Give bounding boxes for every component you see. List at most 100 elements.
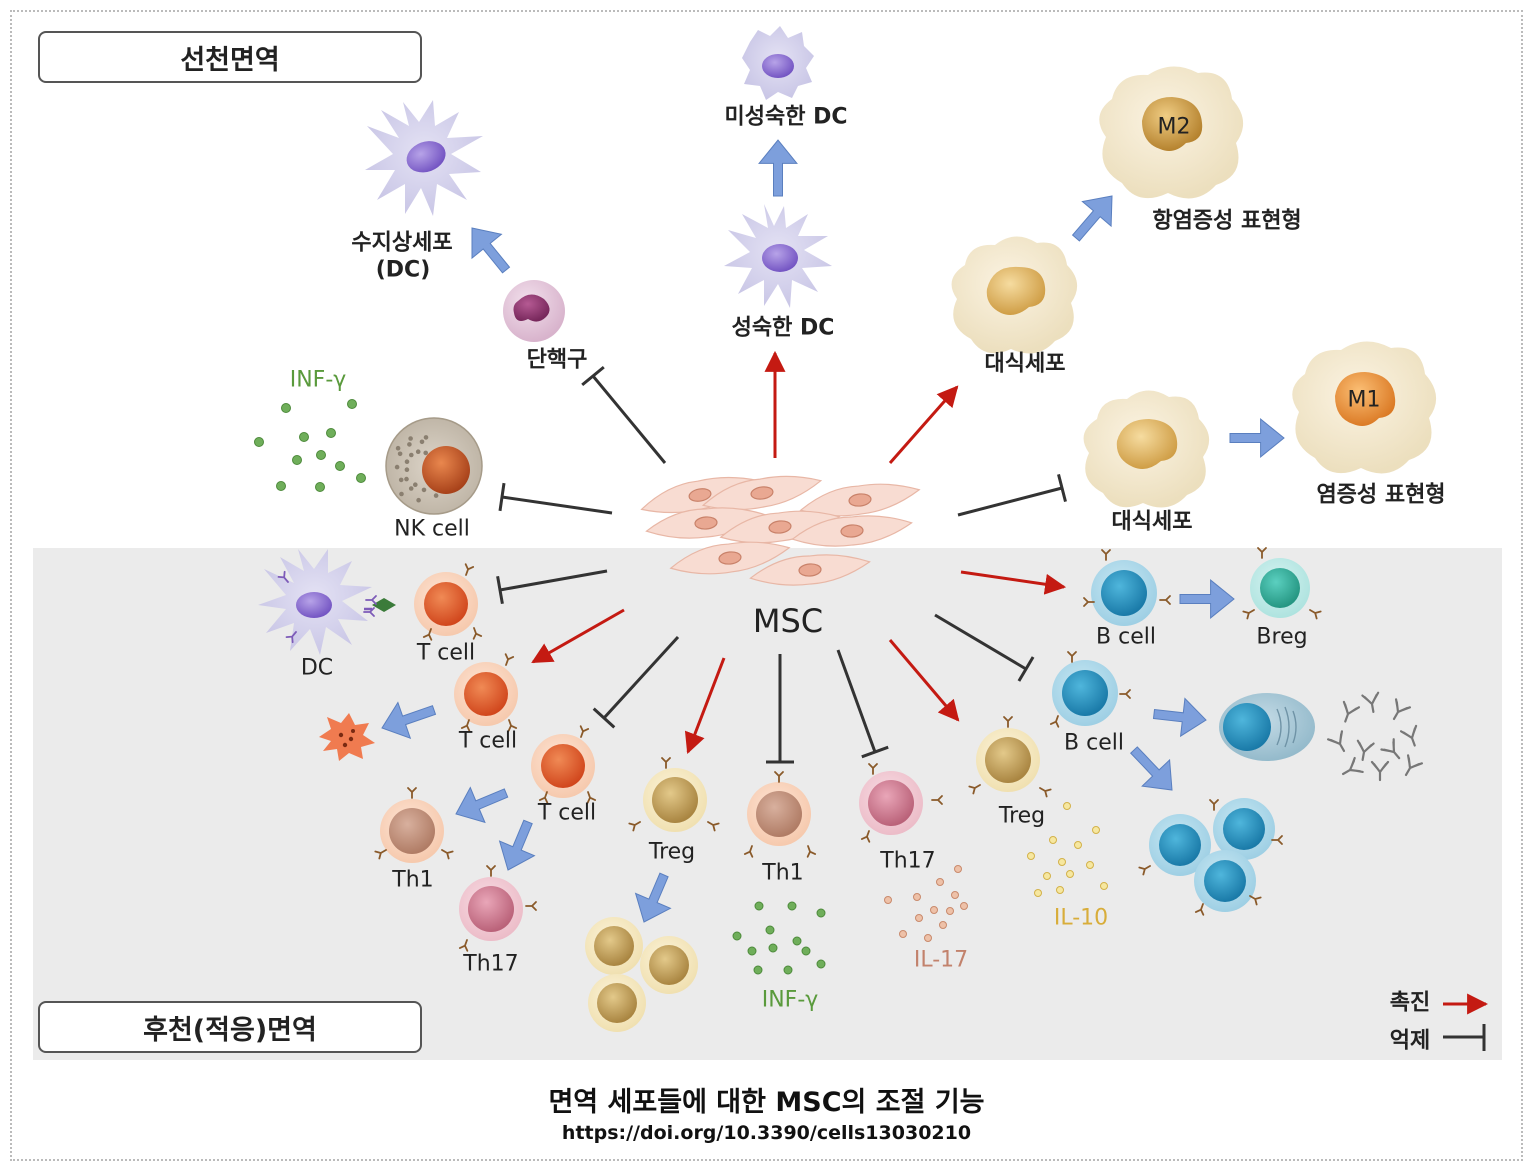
msc-cell (701, 475, 823, 511)
label-th17-mid: Th17 (880, 848, 936, 874)
receptor-icon (363, 607, 375, 617)
dc-adaptive-cell (258, 549, 372, 655)
receptor-icon (743, 845, 754, 858)
label-inflammatory: 염증성 표현형 (1316, 482, 1446, 508)
suppress-lines (496, 365, 1067, 764)
label-t-cell-2: T cell (458, 728, 518, 754)
receptor-icon (1138, 865, 1151, 876)
label-dc-abbr: (DC) (375, 257, 431, 283)
inf-gamma-dot (753, 965, 763, 975)
legend-promote-label: 촉진 (1389, 990, 1431, 1016)
m1-macrophage-cell (1292, 341, 1437, 474)
receptor-icon (628, 821, 641, 832)
il10-dot (1049, 836, 1057, 844)
il17-dot (954, 865, 962, 873)
inf-gamma-dot (292, 455, 302, 465)
label-m2: M2 (1157, 114, 1191, 140)
il17-dot (939, 921, 947, 929)
th1-cell-mid (747, 782, 811, 846)
label-inf-gamma-top: INF-γ (289, 367, 347, 393)
label-macrophage-1: 대식세포 (984, 351, 1066, 377)
plasma-cell (1219, 693, 1315, 761)
legend-suppress-label: 억제 (1389, 1028, 1431, 1054)
receptor-icon (374, 849, 387, 860)
receptor-icon (860, 830, 871, 843)
inf-gamma-dot (747, 946, 757, 956)
receptor-icon (1242, 609, 1255, 620)
transition-arrow (1152, 697, 1207, 738)
il10-dot (1066, 870, 1074, 878)
receptor-icon (1257, 547, 1267, 559)
il10-dot (1063, 802, 1071, 810)
transition-arrow (1229, 418, 1285, 458)
treg-cluster (585, 917, 698, 1032)
receptor-icon (1194, 903, 1205, 916)
antibody-icon (1392, 698, 1412, 721)
antibody-icon (1380, 738, 1401, 760)
msc-cell (799, 483, 921, 517)
inf-gamma-dot (801, 946, 811, 956)
il10-dot (1027, 852, 1035, 860)
antibody-icon (1404, 754, 1424, 777)
label-mature-dc: 성숙한 DC (731, 315, 835, 341)
inf-gamma-dot (754, 901, 764, 911)
receptor-icon (1083, 597, 1095, 607)
receptor-icon (968, 784, 981, 795)
transition-arrow (1129, 746, 1173, 791)
promote-arrow (888, 639, 960, 722)
monocyte-cell (503, 280, 565, 342)
label-treg-right: Treg (998, 803, 1046, 829)
msc-cell (669, 541, 791, 575)
b-cell-1 (1091, 560, 1157, 626)
inf-gamma-dot (316, 450, 326, 460)
inf-gamma-dot (356, 473, 366, 483)
receptor-icon (1159, 595, 1171, 605)
t-cell-2 (454, 662, 518, 726)
inf-gamma-dot (768, 943, 778, 953)
label-treg-mid: Treg (648, 839, 696, 865)
receptor-icon (464, 563, 475, 576)
promote-arrow (888, 385, 959, 464)
receptor-icon (661, 757, 671, 769)
label-dc-name: 수지상세포 (351, 230, 453, 256)
inf-gamma-dot (315, 482, 325, 492)
il10-dot (1100, 882, 1108, 890)
th17-cell-mid (859, 771, 923, 835)
label-b-cell-1: B cell (1096, 624, 1156, 650)
suppress-line (592, 635, 680, 729)
receptor-icons (277, 547, 1322, 952)
inf-gamma-dot (276, 481, 286, 491)
inf-gamma-dot (299, 432, 309, 442)
receptor-icon (458, 939, 469, 952)
receptor-icon (441, 849, 454, 860)
il17-dot (924, 934, 932, 942)
inf-gamma-dot (783, 965, 793, 975)
promote-arrow (684, 657, 726, 754)
figure-doi: https://doi.org/10.3390/cells13030210 (561, 1122, 972, 1144)
promote-arrow (531, 608, 625, 664)
il17-dot (899, 930, 907, 938)
il10-dot (1043, 872, 1051, 880)
antibody-icon (1342, 700, 1361, 723)
label-inf-gamma-bottom: INF-γ (761, 987, 819, 1013)
inf-gamma-dot (787, 901, 797, 911)
transition-arrow (1179, 579, 1235, 619)
il17-dot (915, 914, 923, 922)
cytokine-dots (254, 399, 1108, 975)
il17-dot (936, 878, 944, 886)
m2-macrophage-cell (1099, 66, 1244, 199)
macrophage-cell-2 (1083, 390, 1210, 508)
msc-cell (749, 554, 871, 586)
receptor-icon (277, 570, 289, 583)
adaptive-immunity-title: 후천(적응)면역 (38, 1001, 422, 1053)
inf-gamma-dot (281, 403, 291, 413)
il17-dot (884, 896, 892, 904)
macrophage-cell-1 (951, 236, 1078, 354)
il10-dot (1092, 826, 1100, 834)
label-nk-cell: NK cell (394, 516, 470, 542)
il10-dot (1056, 886, 1064, 894)
inf-gamma-dot (326, 428, 336, 438)
label-breg: Breg (1256, 624, 1308, 650)
th17-cell-left (459, 877, 523, 941)
